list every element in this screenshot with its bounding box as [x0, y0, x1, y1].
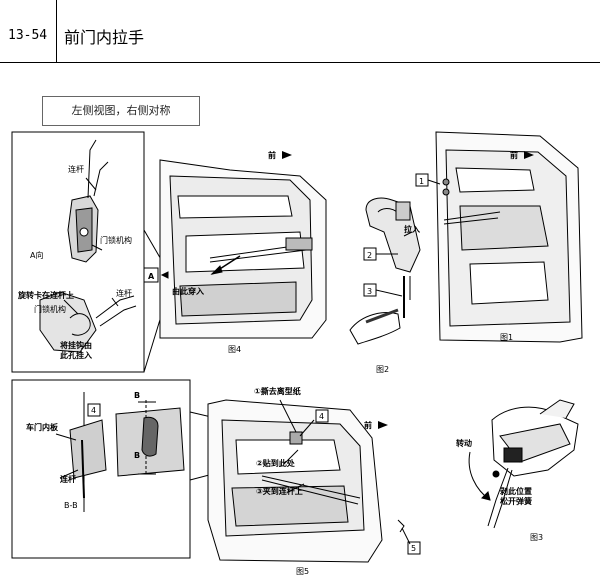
label-door-inner-panel: 车门内板 [26, 422, 59, 432]
callout-5: 5 [411, 544, 416, 553]
figure-1-label: 图1 [500, 333, 513, 342]
label-front-fig1: 前 [510, 150, 518, 160]
note-box: 左侧视图，右侧对称 [42, 96, 200, 126]
label-link-rod-3: 连杆 [60, 474, 76, 484]
figure-4-label: 图4 [228, 345, 241, 354]
callout-2: 2 [367, 251, 372, 260]
figure-5-label: 图5 [296, 567, 309, 576]
figure-2-drawing [349, 197, 421, 345]
label-pass-through-here: 由此穿入 [172, 286, 204, 296]
figure-4-drawing [143, 159, 327, 339]
label-section-bb: B-B [64, 501, 78, 510]
page-title: 前门内拉手 [64, 28, 145, 47]
label-pull-in: 拉入 [404, 224, 420, 234]
label-step3-clip-rod: ③夹到连杆上 [256, 486, 303, 496]
label-rotate-onto-rod: 旋转卡在连杆上 [17, 290, 74, 300]
label-cut-here-1: 剥此位置 [500, 486, 532, 496]
label-hook-into-hole-1: 将挂钩由 [60, 340, 92, 350]
label-door-lock-mechanism-2: 门锁机构 [34, 304, 66, 314]
label-link-rod-2: 连杆 [116, 288, 132, 298]
arrow-icon-front-fig1 [524, 151, 534, 159]
page-header: 13-54 前门内拉手 [0, 0, 600, 63]
callout-3: 3 [367, 287, 372, 296]
callout-4a: 4 [91, 406, 96, 415]
label-b-top: B [134, 391, 140, 400]
figure-3-label: 图3 [530, 533, 543, 542]
label-hook-into-hole-2: 此孔挂入 [60, 350, 92, 360]
label-view-a: A向 [30, 250, 43, 260]
label-step2-stick-here: ②贴到此处 [256, 458, 296, 468]
marker-a: A [148, 272, 155, 281]
label-step1-peel-paper: ①撕去离型纸 [254, 386, 301, 396]
figure-2-label: 图2 [376, 365, 389, 374]
label-b-bottom: B [134, 451, 140, 460]
page-number: 13-54 [8, 28, 48, 43]
callout-4b: 4 [319, 412, 324, 421]
label-cut-here-2: 松开弹簧 [500, 496, 532, 506]
figure-3-drawing [468, 399, 579, 529]
label-front-fig5: 前 [364, 420, 372, 430]
arrow-icon-front-fig5 [378, 421, 388, 429]
label-rotate: 转动 [456, 438, 472, 448]
detail-view-a [11, 131, 145, 373]
arrow-icon-front-fig4 [282, 151, 292, 159]
figure-5-drawing [207, 399, 421, 563]
figure-1-drawing [415, 131, 583, 343]
callout-1: 1 [419, 177, 424, 186]
label-link-rod: 连杆 [68, 164, 84, 174]
header-divider [56, 0, 57, 62]
label-front-fig4: 前 [268, 150, 276, 160]
assembly-diagram: 连杆 门锁机构 A向 旋转卡在连杆上 门锁机构 连杆 将挂钩由 此孔挂入 前 由… [11, 131, 583, 576]
label-door-lock-mechanism: 门锁机构 [100, 235, 132, 245]
detail-section-bb [11, 379, 285, 559]
